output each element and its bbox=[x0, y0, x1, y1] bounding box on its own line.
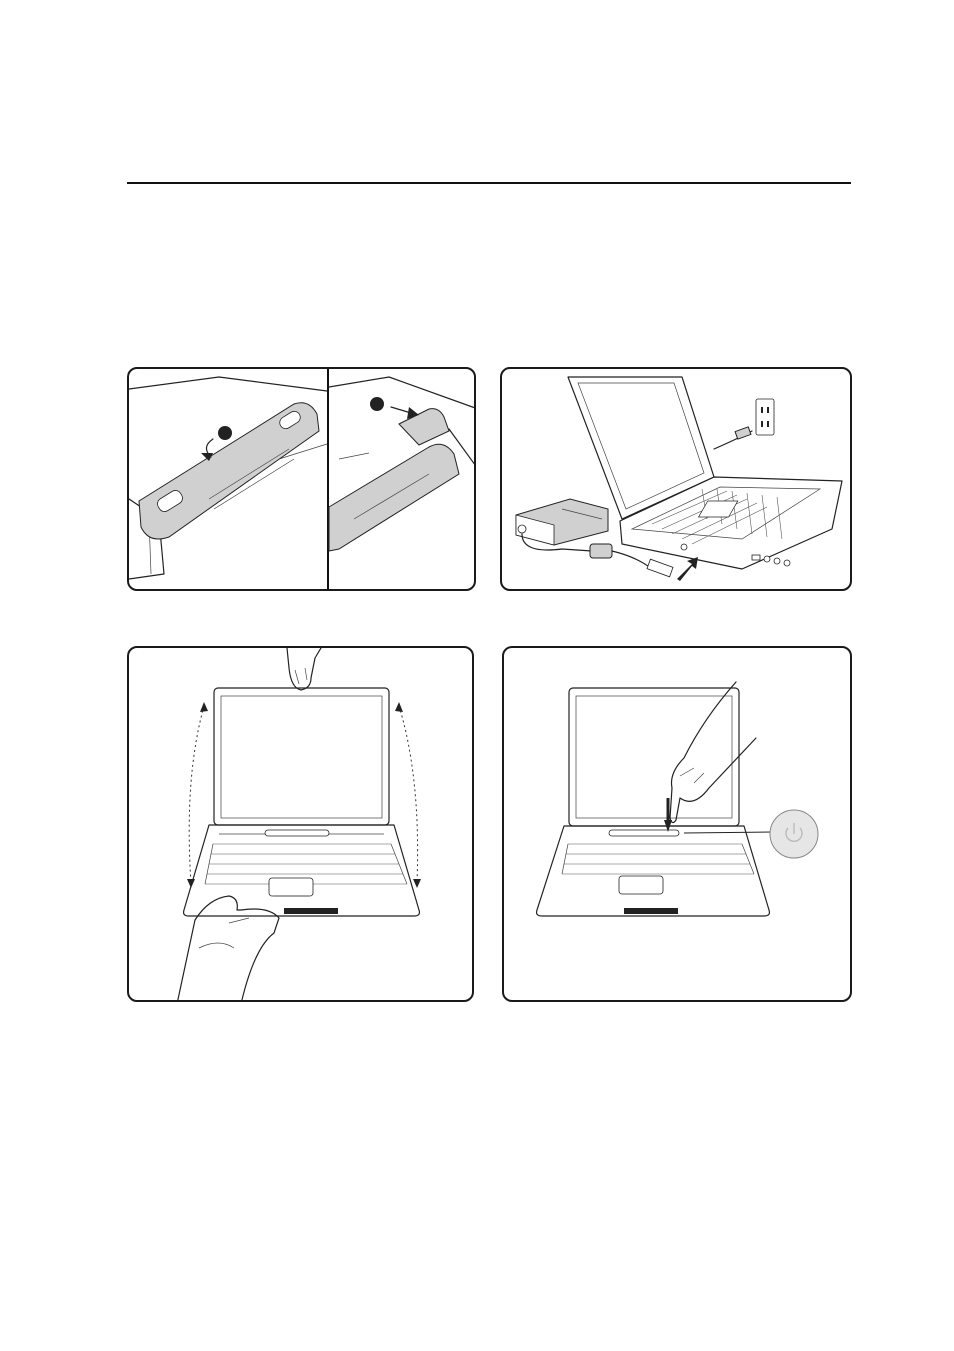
hand-bottom bbox=[177, 896, 279, 1002]
ferrite-core bbox=[590, 544, 612, 558]
ac-power-connect-figure bbox=[500, 367, 852, 591]
callout-line bbox=[684, 832, 772, 833]
hand-pressing bbox=[670, 682, 756, 823]
arrow-icon bbox=[677, 557, 698, 581]
power-adapter bbox=[516, 499, 608, 545]
laptop-base bbox=[184, 825, 420, 916]
dc-plug bbox=[647, 559, 673, 577]
step-marker-2 bbox=[370, 397, 384, 411]
power-on-figure bbox=[502, 646, 852, 1002]
status-indicators bbox=[284, 908, 338, 914]
battery-install-figure bbox=[127, 367, 476, 591]
lift-arc-left bbox=[189, 706, 204, 883]
touchpad bbox=[619, 876, 663, 894]
status-indicators bbox=[624, 908, 678, 914]
battery-pack-left bbox=[139, 403, 319, 539]
wall-outlet bbox=[756, 399, 774, 435]
laptop-lid bbox=[214, 688, 389, 825]
header-rule bbox=[127, 182, 851, 184]
lift-arc-right bbox=[399, 706, 418, 883]
laptop-screen bbox=[568, 377, 714, 519]
laptop-base bbox=[620, 477, 842, 569]
battery-pack-right bbox=[329, 408, 459, 551]
laptop-lid bbox=[569, 688, 739, 826]
open-lid-figure bbox=[127, 646, 474, 1002]
display-panel bbox=[576, 696, 732, 818]
power-strip bbox=[265, 830, 329, 836]
display-panel bbox=[221, 696, 382, 818]
touchpad bbox=[269, 878, 313, 896]
laptop-base bbox=[537, 826, 770, 916]
step-marker-1 bbox=[218, 426, 232, 440]
hand-top bbox=[287, 648, 321, 690]
power-strip bbox=[609, 830, 679, 836]
